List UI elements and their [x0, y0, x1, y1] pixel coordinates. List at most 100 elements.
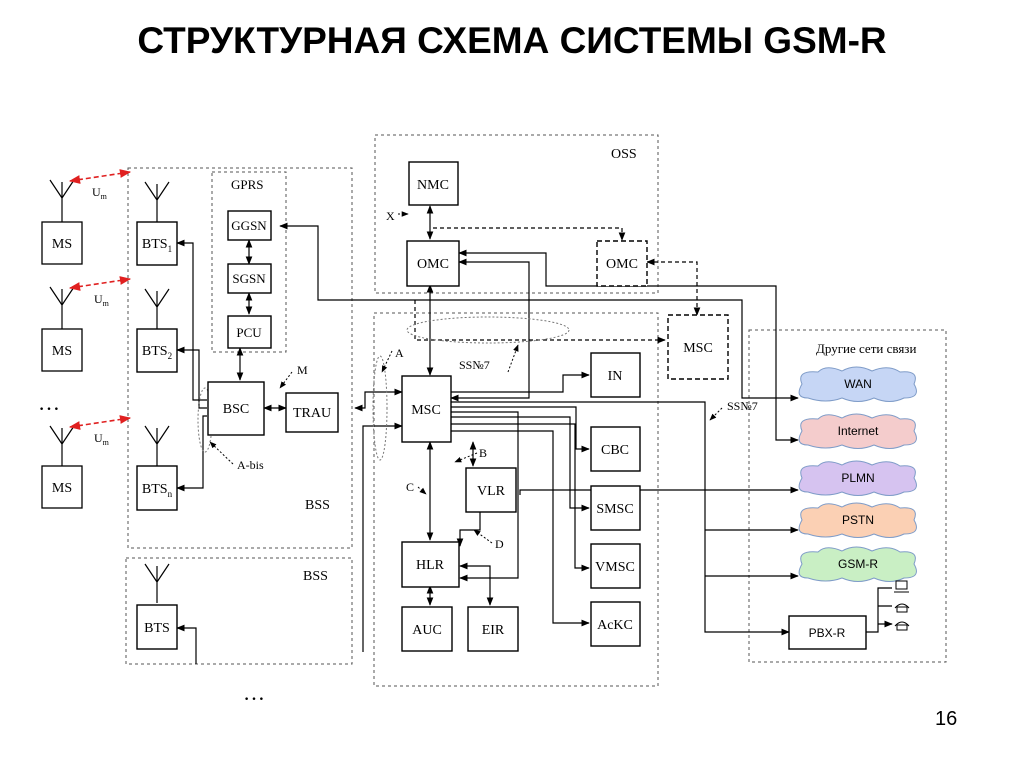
link-vlr-hlr [456, 512, 481, 547]
bts1-box [136, 221, 178, 266]
bts-bottom-label: BTS [144, 621, 170, 636]
btsn-label: BTSn [142, 482, 173, 499]
sgsn-box [227, 263, 272, 294]
msc-label: MSC [411, 403, 441, 418]
internet-cloud [798, 413, 917, 449]
trau-label: TRAU [293, 406, 331, 421]
ms-label: MS [52, 237, 72, 252]
gsmr-cloud [798, 546, 917, 582]
radio-link [68, 415, 132, 430]
eir-box [467, 606, 519, 652]
link-msc-vmsc [451, 423, 590, 572]
trau-box [285, 392, 339, 433]
plmn-cloud [798, 460, 917, 496]
link-pbx-terminals [866, 587, 892, 632]
bsc-label: BSC [223, 402, 249, 417]
d-interface-label: D [495, 537, 504, 551]
gprs-label: GPRS [231, 177, 264, 192]
bts-bottom-box [136, 604, 178, 650]
phone-icon [894, 603, 910, 613]
nmc-label: NMC [417, 178, 449, 193]
link-msc-in [451, 371, 590, 393]
smsc-label: SMSC [596, 502, 633, 517]
core-region [373, 312, 659, 687]
ggsn-box [227, 210, 272, 241]
link-msc-akc [451, 430, 590, 627]
internet-label: Internet [838, 424, 879, 438]
msc-remote-label: MSC [683, 341, 713, 356]
um-label: Um [94, 431, 110, 447]
radio-link [68, 169, 132, 184]
vmsc-box [590, 543, 641, 589]
wan-label: WAN [844, 377, 872, 391]
cbc-box [590, 426, 641, 472]
plmn-label: PLMN [841, 471, 874, 485]
omc-remote-label: OMC [606, 257, 638, 272]
link-bts-bottom [176, 624, 197, 664]
link-btsn-bsc [176, 415, 207, 492]
ms-box [41, 328, 83, 372]
b-interface-label: B [479, 446, 487, 460]
nmc-box [408, 161, 459, 206]
bts-antenna-icon [144, 563, 170, 603]
computer-icon [894, 580, 909, 593]
ss7-ext-label: SS№7 [727, 399, 758, 413]
link-msc-omc [450, 258, 530, 402]
auc-label: AUC [412, 623, 442, 638]
c-pointer [417, 486, 427, 495]
link-remote-omc-msc [646, 258, 701, 316]
ss7-pointer [507, 344, 519, 373]
omc-box [406, 240, 460, 287]
ms-box [41, 465, 83, 509]
link-x-remote-omc [433, 227, 626, 241]
phone-icon [894, 621, 910, 631]
other-networks-region [748, 329, 947, 663]
vlr-label: VLR [477, 484, 506, 499]
a-interface-ellipse [372, 355, 388, 461]
msc-remote-box [667, 314, 729, 380]
ss7-ext-pointer [709, 407, 723, 421]
ggsn-label: GGSN [231, 218, 267, 233]
bts-ellipsis: … [243, 680, 265, 705]
hlr-label: HLR [416, 558, 445, 573]
abis-interface-label: A-bis [237, 458, 264, 472]
bss-label-bottom: BSS [303, 569, 328, 584]
ms-box [41, 221, 83, 265]
wan-cloud [798, 366, 917, 402]
link-hlr-eir [459, 562, 494, 606]
oss-label: OSS [611, 147, 637, 162]
pbx-label: PBX-R [809, 626, 846, 640]
pcu-box [227, 315, 272, 349]
link-bss-bottom-msc [362, 422, 403, 652]
bts2-box [136, 328, 178, 373]
sgsn-label: SGSN [232, 271, 266, 286]
link-msc-smsc [451, 416, 590, 512]
ss7-ellipse [406, 316, 570, 344]
hlr-box [401, 541, 460, 588]
link-msc-hlr-side [451, 411, 519, 582]
d-pointer [473, 529, 493, 544]
radio-link [68, 276, 132, 291]
x-interface-label: X [386, 209, 395, 223]
link-msc-plmn [519, 486, 799, 495]
pbx-box [788, 615, 867, 650]
vlr-box [465, 467, 517, 513]
b-pointer [454, 452, 478, 463]
smsc-box [590, 485, 641, 531]
gsmr-label: GSM-R [838, 557, 878, 571]
bss-region-bottom [125, 557, 353, 665]
cbc-label: CBC [601, 443, 629, 458]
other-networks-label: Другие сети связи [816, 341, 916, 356]
c-interface-label: C [406, 480, 414, 494]
ms-ellipsis: … [38, 390, 60, 415]
ms-label: MS [52, 344, 72, 359]
in-label: IN [608, 369, 623, 384]
link-bts2-bsc [176, 346, 207, 409]
bts1-label: BTS1 [142, 237, 172, 254]
bss-label-top: BSS [305, 498, 330, 513]
in-box [590, 352, 641, 398]
akc-box [590, 601, 641, 647]
link-msc-pbx [704, 408, 790, 636]
link-msc-cbc [451, 406, 590, 453]
